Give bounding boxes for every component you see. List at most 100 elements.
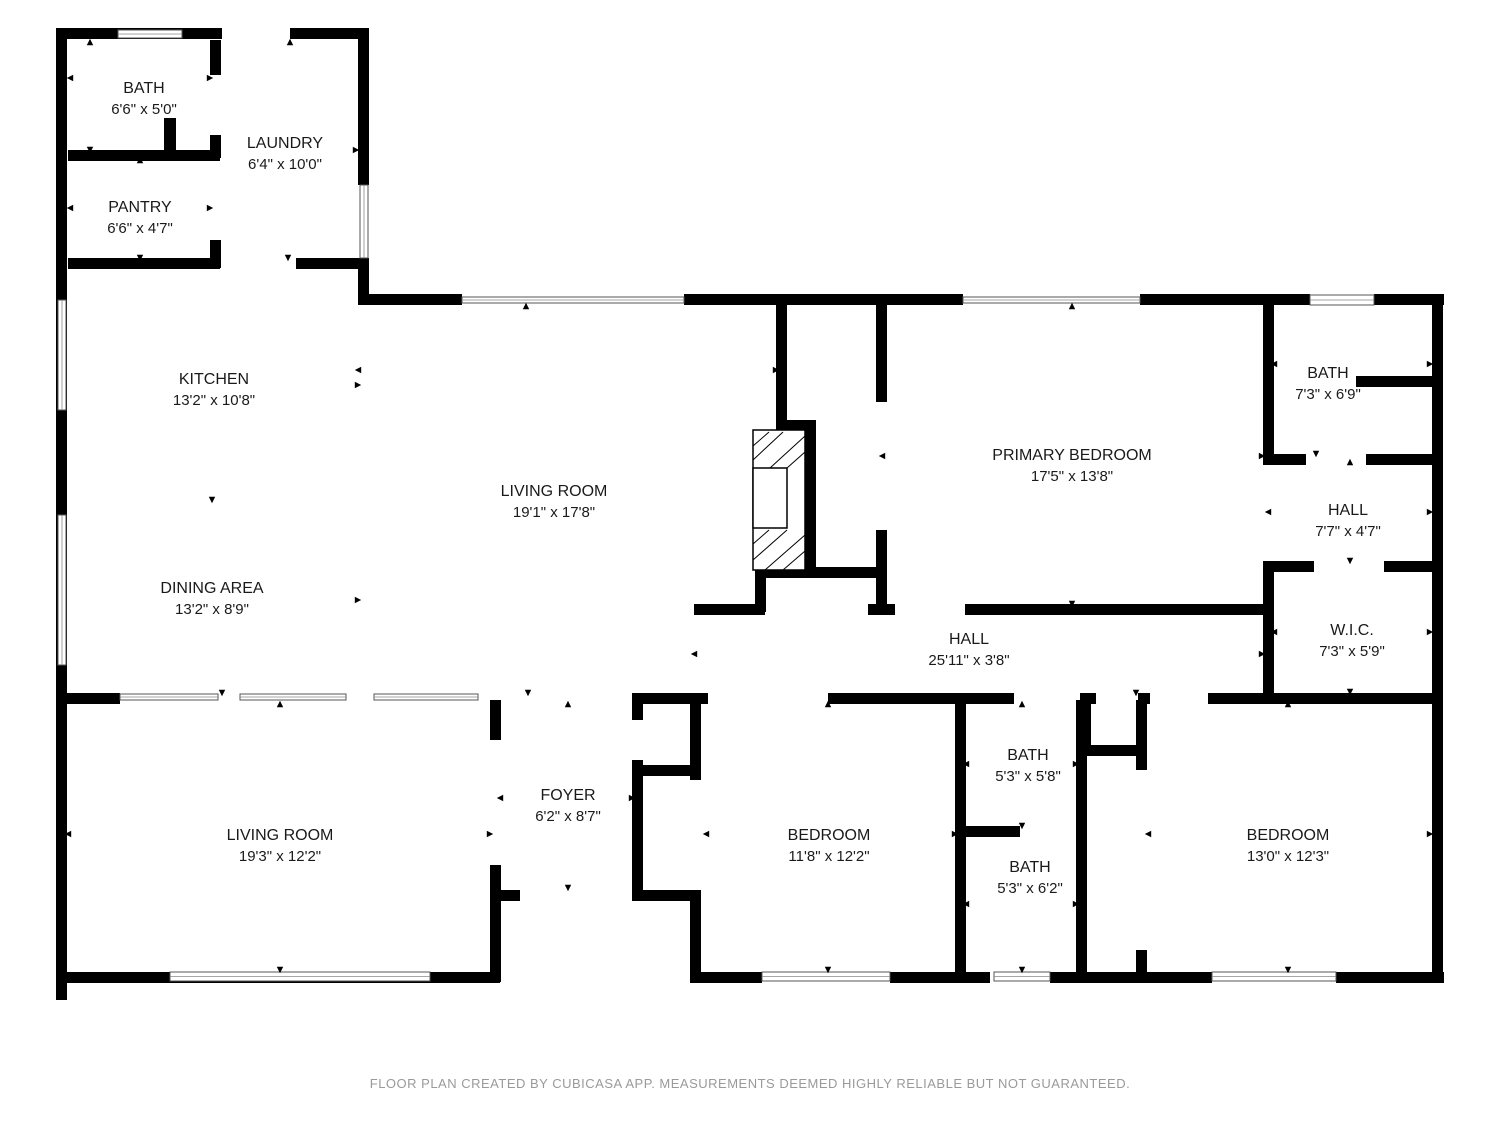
wall-segment (290, 28, 368, 39)
room-name: HALL (949, 631, 989, 648)
room-dimensions: 6'4" x 10'0" (248, 156, 322, 173)
dimension-marker (1426, 830, 1434, 838)
wall-segment (210, 240, 221, 268)
wall-segment (1050, 972, 1144, 983)
wall-segment (1263, 561, 1274, 700)
room-name: DINING AREA (160, 580, 263, 597)
room-name: BEDROOM (788, 827, 871, 844)
dimension-marker (352, 146, 360, 154)
wall-segment (1336, 972, 1444, 983)
dimension-marker (524, 689, 532, 697)
dimension-marker (628, 794, 636, 802)
room-dimensions: 19'1" x 17'8" (513, 504, 595, 521)
dimension-marker (212, 146, 220, 154)
wall-segment (358, 294, 462, 305)
room-dimensions: 5'3" x 5'8" (995, 768, 1061, 785)
room-label: BEDROOM 11'8" x 12'2" (788, 827, 871, 865)
wall-segment (828, 693, 1014, 704)
room-name: BATH (1009, 859, 1050, 876)
wall-segment (68, 258, 220, 269)
disclaimer-footer: FLOOR PLAN CREATED BY CUBICASA APP. MEAS… (369, 1076, 1131, 1091)
fireplace (752, 429, 806, 571)
wall-segment (684, 294, 963, 305)
dimension-marker (1068, 302, 1076, 310)
room-dimensions: 19'3" x 12'2" (239, 848, 321, 865)
room-dimensions: 6'6" x 5'0" (111, 101, 177, 118)
room-name: BATH (123, 80, 164, 97)
room-name: BATH (1007, 747, 1048, 764)
dimension-marker (878, 452, 886, 460)
dimension-marker (1346, 688, 1354, 696)
wall-segment (1144, 972, 1212, 983)
dimension-marker (284, 254, 292, 262)
dimension-marker (66, 74, 74, 82)
wall-segment (56, 693, 67, 982)
room-dimensions: 13'0" x 12'3" (1247, 848, 1329, 865)
dimension-marker (1264, 508, 1272, 516)
wall-segment (1208, 693, 1440, 704)
room-name: KITCHEN (179, 371, 249, 388)
wall-segment (890, 972, 990, 983)
dimension-marker (218, 689, 226, 697)
dimension-marker (1258, 650, 1266, 658)
wall-segment (632, 890, 700, 901)
dimension-marker (1018, 700, 1026, 708)
dimension-marker (1018, 822, 1026, 830)
dimension-marker (1270, 628, 1278, 636)
dimension-marker (486, 830, 494, 838)
dimension-marker (206, 204, 214, 212)
wall-segment (1263, 454, 1306, 465)
dimension-marker (136, 254, 144, 262)
wall-segment (1374, 294, 1444, 305)
dimension-marker (208, 496, 216, 504)
dimension-marker (1258, 452, 1266, 460)
dimension-marker (1346, 458, 1354, 466)
wall-segment (755, 567, 880, 578)
wall-segment (296, 258, 358, 269)
dimension-marker (354, 381, 362, 389)
room-label: KITCHEN 13'2" x 10'8" (173, 371, 255, 409)
room-name: BATH (1307, 365, 1348, 382)
room-dimensions: 25'11" x 3'8" (928, 652, 1009, 669)
wall-segment (632, 765, 700, 776)
room-name: HALL (1328, 502, 1368, 519)
room-dimensions: 6'6" x 4'7" (107, 220, 173, 237)
dimension-marker (136, 156, 144, 164)
room-dimensions: 7'7" x 4'7" (1315, 523, 1381, 540)
room-label: LIVING ROOM 19'3" x 12'2" (227, 827, 334, 865)
wall-segment (1136, 700, 1147, 770)
room-dimensions: 13'2" x 10'8" (173, 392, 255, 409)
dimension-marker (1346, 557, 1354, 565)
wall-segment (1084, 745, 1140, 756)
wall-segment (68, 150, 220, 161)
room-name: PRIMARY BEDROOM (992, 447, 1151, 464)
wall-segment (690, 972, 762, 983)
room-label: W.I.C.7'3" x 5'9" (1319, 622, 1385, 660)
dimension-marker (1270, 360, 1278, 368)
dimension-marker (824, 966, 832, 974)
wall-segment (1384, 561, 1440, 572)
wall-segment (776, 300, 787, 425)
wall-segment (490, 700, 501, 740)
dimension-marker (951, 830, 959, 838)
wall-segment (490, 890, 520, 901)
wall-segment (955, 700, 966, 982)
room-dimensions: 11'8" x 12'2" (788, 848, 869, 865)
wall-segment (694, 604, 765, 615)
room-dimensions: 7'3" x 6'9" (1295, 386, 1361, 403)
dimension-marker (962, 760, 970, 768)
dimension-marker (86, 146, 94, 154)
wall-segment (805, 420, 816, 575)
dimension-marker (286, 38, 294, 46)
dimension-marker (206, 74, 214, 82)
room-name: LIVING ROOM (227, 827, 334, 844)
room-name: W.I.C. (1330, 622, 1374, 639)
dimension-marker (1144, 830, 1152, 838)
room-label: BATH 5'3" x 5'8" (995, 747, 1061, 785)
wall-segment (1263, 561, 1314, 572)
wall-segment (1140, 294, 1310, 305)
